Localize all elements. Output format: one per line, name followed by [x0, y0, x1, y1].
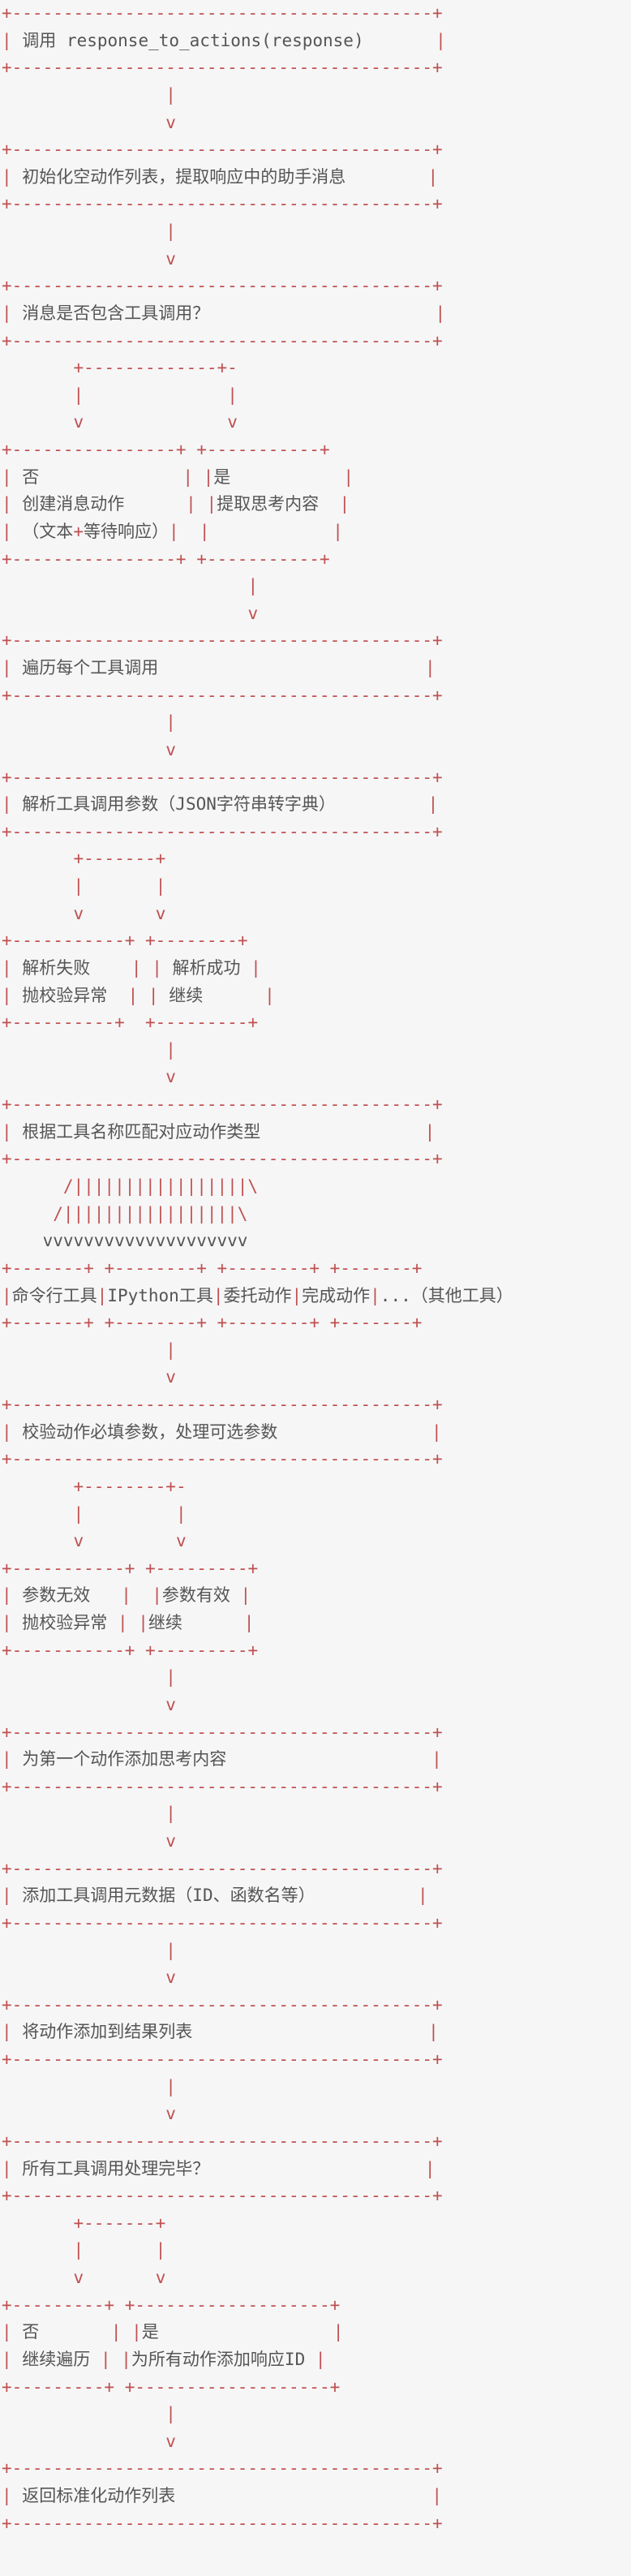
diagram-line: +---------------------------------------… — [2, 3, 443, 23]
diagram-line: +---------------------------------------… — [2, 2131, 443, 2151]
diagram-line: +---------------------------------------… — [2, 1094, 443, 1115]
diagram-line: | 为第一个动作添加思考内容 | — [2, 1749, 442, 1770]
diagram-line: | | — [73, 1503, 187, 1524]
diagram-line: | — [165, 2404, 176, 2424]
diagram-line: | 消息是否包含工具调用？ | — [2, 303, 446, 323]
diagram-line: | | — [73, 876, 166, 897]
diagram-line: v — [165, 112, 176, 132]
diagram-line: +---------------------------------------… — [2, 1994, 443, 2015]
diagram-line: v v — [73, 2268, 166, 2288]
diagram-line: | | — [73, 385, 238, 405]
diagram-line: | — [165, 221, 176, 242]
diagram-line: +---------------------------------------… — [2, 1395, 443, 1414]
diagram-line: +---------------------------------------… — [2, 1149, 443, 1169]
diagram-line: | 初始化空动作列表，提取响应中的助手消息 | — [2, 166, 439, 187]
diagram-line: +---------------------------------------… — [2, 630, 443, 651]
diagram-line: +---------------------------------------… — [2, 1776, 443, 1796]
diagram-line: +-----------+ +---------+ — [2, 1640, 259, 1660]
diagram-line: | 校验动作必填参数，处理可选参数 | — [2, 1421, 442, 1442]
diagram-line: +--------+- — [73, 1476, 187, 1496]
diagram-line: v — [165, 2431, 176, 2451]
diagram-line: +---------------------------------------… — [2, 1449, 443, 1469]
diagram-line: +---------------------------------------… — [2, 2513, 443, 2533]
diagram-line: | 根据工具名称匹配对应动作类型 | — [2, 1121, 436, 1142]
diagram-line: v v — [73, 1531, 187, 1551]
diagram-line: v — [165, 1067, 176, 1087]
diagram-line: | 解析失败 | | 解析成功 | — [2, 957, 261, 978]
diagram-line: +---------------------------------------… — [2, 2049, 443, 2070]
diagram-line: +---------+ +-------------------+ — [2, 2294, 341, 2315]
diagram-line: v — [165, 1367, 176, 1387]
diagram-line: | 否 | |是 | — [2, 467, 354, 487]
diagram-line: +---------------------------------------… — [2, 2458, 443, 2479]
diagram-line: v — [165, 1831, 176, 1851]
diagram-line: | 否 | |是 | — [2, 2322, 344, 2342]
diagram-line: +---------------------------------------… — [2, 685, 443, 705]
diagram-line: /|||||||||||||||||\ — [53, 1203, 248, 1223]
diagram-line: +-------+ — [73, 2213, 166, 2233]
diagram-line: |命令行工具|IPython工具|委托动作|完成动作|...（其他工具） — [2, 1285, 513, 1305]
diagram-line: v — [165, 1967, 176, 1988]
diagram-line: | （文本+等待响应）| | | — [2, 521, 343, 541]
diagram-line: | — [165, 712, 176, 733]
diagram-line: | 解析工具调用参数（JSON字符串转字典） | — [2, 794, 439, 815]
diagram-line: +---------------------------------------… — [2, 140, 443, 160]
diagram-line: +---------------------------------------… — [2, 821, 443, 841]
diagram-line: | 将动作添加到结果列表 | — [2, 2022, 439, 2042]
diagram-line: +---------------------------------------… — [2, 58, 443, 78]
diagram-line: v — [165, 1694, 176, 1714]
diagram-line: v — [165, 739, 176, 759]
diagram-line: +----------+ +---------+ — [2, 1013, 259, 1033]
diagram-line: +---------------------------------------… — [2, 276, 443, 296]
diagram-line: vvvvvvvvvvvvvvvvvvvv — [2, 1231, 248, 1251]
diagram-line: +---------------------------------------… — [2, 1722, 443, 1742]
diagram-line: +---------------------------------------… — [2, 194, 443, 214]
diagram-line: +-------+ +--------+ +--------+ +-------… — [2, 1258, 423, 1278]
diagram-line: +----------------+ +-----------+ — [2, 440, 330, 460]
diagram-line: +---------------------------------------… — [2, 330, 443, 350]
diagram-line: +---------------------------------------… — [2, 1912, 443, 1933]
diagram-line: +-------------+- — [73, 358, 238, 378]
diagram-line: | 所有工具调用处理完毕？ | — [2, 2158, 436, 2178]
diagram-line: +---------------------------------------… — [2, 2186, 443, 2206]
diagram-line: | — [247, 576, 259, 596]
diagram-line: | 创建消息动作 | |提取思考内容 | — [2, 494, 350, 514]
diagram-line: | 返回标准化动作列表 | — [2, 2486, 443, 2506]
diagram-line: | — [165, 1039, 176, 1060]
diagram-line: +-------+ — [73, 849, 166, 869]
diagram-line: v — [247, 603, 259, 623]
diagram-line: +---------------------------------------… — [2, 1858, 443, 1878]
diagram-line: | 遍历每个工具调用 | — [2, 658, 436, 678]
diagram-line: | — [165, 1340, 176, 1360]
diagram-line: +-----------+ +--------+ — [2, 931, 248, 951]
diagram-line: | — [165, 84, 176, 105]
diagram-line: v v — [73, 903, 166, 923]
diagram-line: | 抛校验异常 | | 继续 | — [2, 985, 275, 1005]
diagram-line: +---------+ +-------------------+ — [2, 2376, 341, 2397]
diagram-line: | — [165, 1667, 176, 1688]
diagram-line: | — [165, 1804, 176, 1824]
diagram-line: v — [165, 2104, 176, 2124]
diagram-line: /|||||||||||||||||\ — [62, 1176, 259, 1196]
diagram-line: | 参数无效 | |参数有效 | — [2, 1585, 251, 1606]
diagram-line: v v — [73, 412, 238, 432]
diagram-line: | — [165, 2076, 176, 2096]
diagram-line: | | — [73, 2240, 166, 2260]
diagram-line: | 抛校验异常 | |继续 | — [2, 1613, 255, 1633]
diagram-line: +----------------+ +-----------+ — [2, 548, 330, 569]
diagram-line: | — [165, 1940, 176, 1960]
diagram-line: +---------------------------------------… — [2, 767, 443, 787]
diagram-line: | 继续遍历 | |为所有动作添加响应ID | — [2, 2349, 326, 2369]
diagram-line: | 调用 response_to_actions(response) | — [2, 30, 446, 50]
diagram-line: +-------+ +--------+ +--------+ +-------… — [2, 1313, 423, 1333]
diagram-line: +-----------+ +---------+ — [2, 1558, 259, 1578]
diagram-line: v — [165, 248, 176, 269]
diagram-line: | 添加工具调用元数据（ID、函数名等） | — [2, 1886, 428, 1906]
